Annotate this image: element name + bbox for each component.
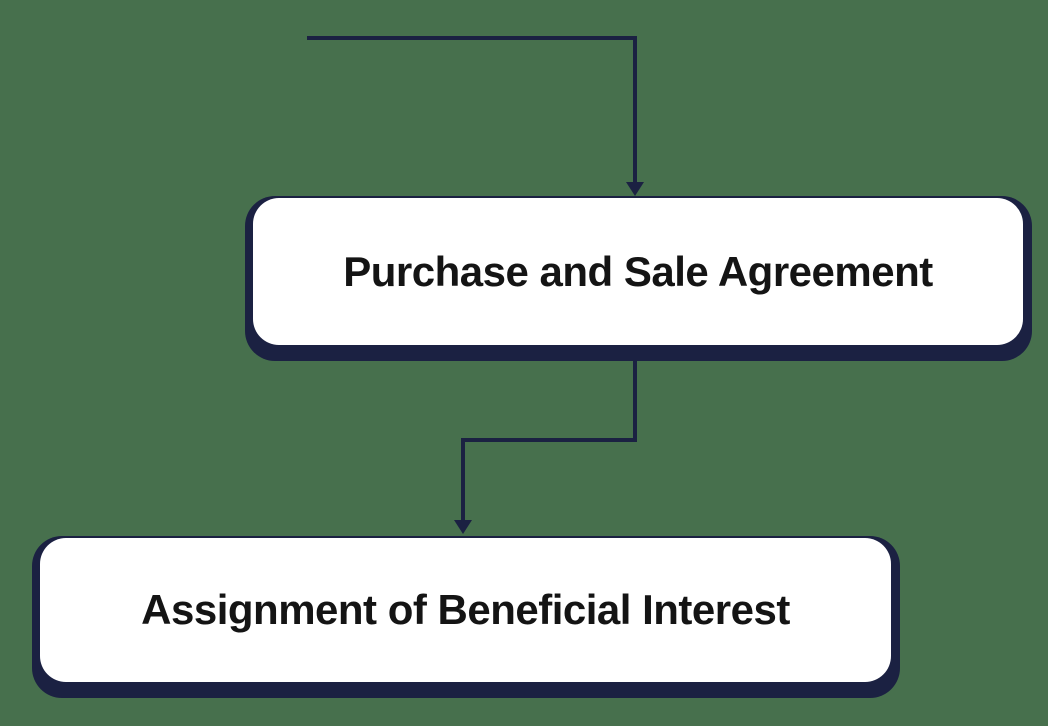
connector-2-arrowhead-icon xyxy=(454,520,472,534)
node-label-assignment-beneficial-interest: Assignment of Beneficial Interest xyxy=(141,586,790,633)
connector-2-vertical-segment-1 xyxy=(633,352,637,442)
connector-1-vertical-segment xyxy=(633,36,637,184)
node-face: Assignment of Beneficial Interest xyxy=(40,538,891,682)
node-label-purchase-sale-agreement: Purchase and Sale Agreement xyxy=(343,247,933,295)
node-assignment-beneficial-interest: Assignment of Beneficial Interest xyxy=(32,536,900,698)
connector-2-horizontal-segment xyxy=(461,438,637,442)
connector-1-horizontal-segment xyxy=(307,36,637,40)
node-purchase-sale-agreement: Purchase and Sale Agreement xyxy=(245,196,1032,361)
connector-1-arrowhead-icon xyxy=(626,182,644,196)
node-face: Purchase and Sale Agreement xyxy=(253,198,1023,345)
connector-2-vertical-segment-2 xyxy=(461,438,465,522)
